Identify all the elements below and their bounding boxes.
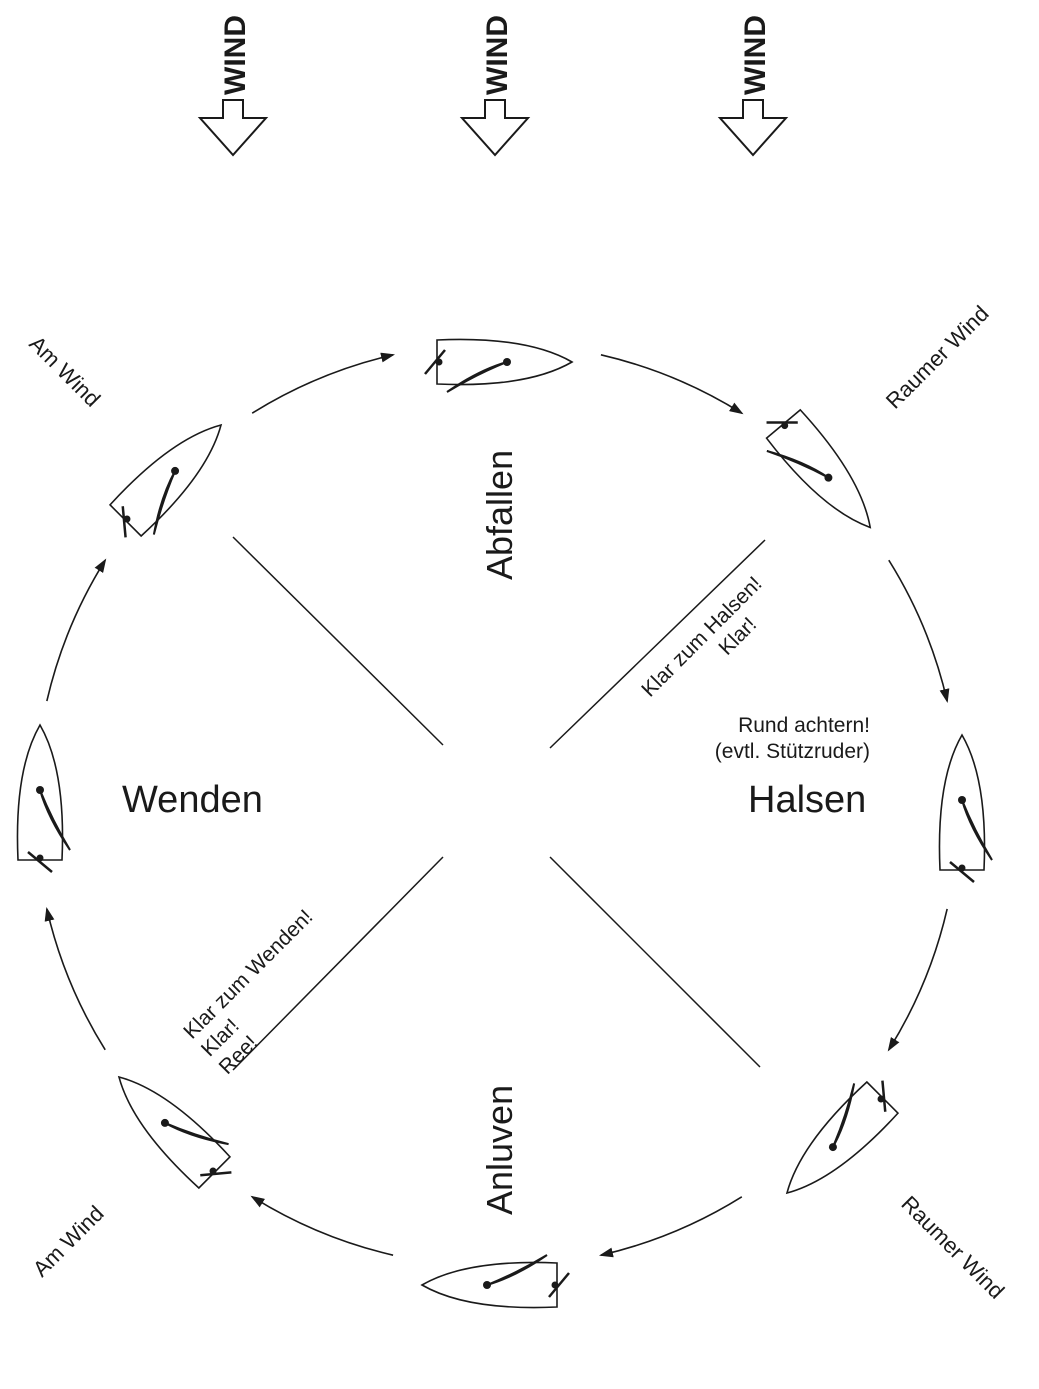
divider-line [549,856,761,1068]
course-arrow [250,1195,394,1256]
course-arrow [600,354,744,415]
boats [16,338,993,1309]
divider-line [232,856,444,1071]
boat-icon [785,1080,900,1195]
label-am-wind-top: Am Wind [24,331,105,412]
wind-arrow-icon [459,99,531,157]
wind-label: WIND [481,15,514,95]
wenden-commands: Klar zum Wenden! Klar! Ree! [179,905,317,1078]
course-circle [44,352,950,1258]
label-anluven: Anluven [479,1085,520,1215]
course-arrow [598,1196,743,1258]
label-halsen: Halsen [748,779,866,821]
boat-icon [117,1075,232,1190]
course-arrow [888,559,950,704]
quadrant-dividers [232,536,766,1071]
command-line: Klar zum Wenden! [179,905,317,1043]
divider-line [549,539,766,749]
course-arrow [251,352,396,414]
wind-label: WIND [219,15,252,95]
wind-arrow-icon [717,99,789,157]
command-rund-achtern: Rund achtern! [738,714,870,737]
command-stuetzruder: (evtl. Stützruder) [715,740,870,763]
boat-icon [420,1254,570,1309]
label-am-wind-bottom: Am Wind [28,1201,109,1282]
label-abfallen: Abfallen [479,450,520,580]
divider-line [232,536,444,746]
course-arrow [46,558,107,702]
wind-arrow-icon [197,99,269,157]
course-arrow [44,906,106,1051]
boat-icon [16,723,71,873]
boat-icon [108,423,223,538]
halsen-commands: Klar zum Halsen! Klar! [637,572,766,701]
wind-indicator-3: WIND [717,15,789,157]
wind-label: WIND [739,15,772,95]
wind-indicator-1: WIND [197,15,269,157]
course-arrow [887,908,948,1052]
label-wenden: Wenden [122,779,263,821]
wind-indicator-2: WIND [459,15,531,157]
label-raumer-wind-bottom: Raumer Wind [896,1191,1009,1304]
label-raumer-wind-top: Raumer Wind [881,301,994,414]
boat-icon [765,408,872,529]
boat-icon [424,338,574,393]
boat-icon [938,733,993,883]
